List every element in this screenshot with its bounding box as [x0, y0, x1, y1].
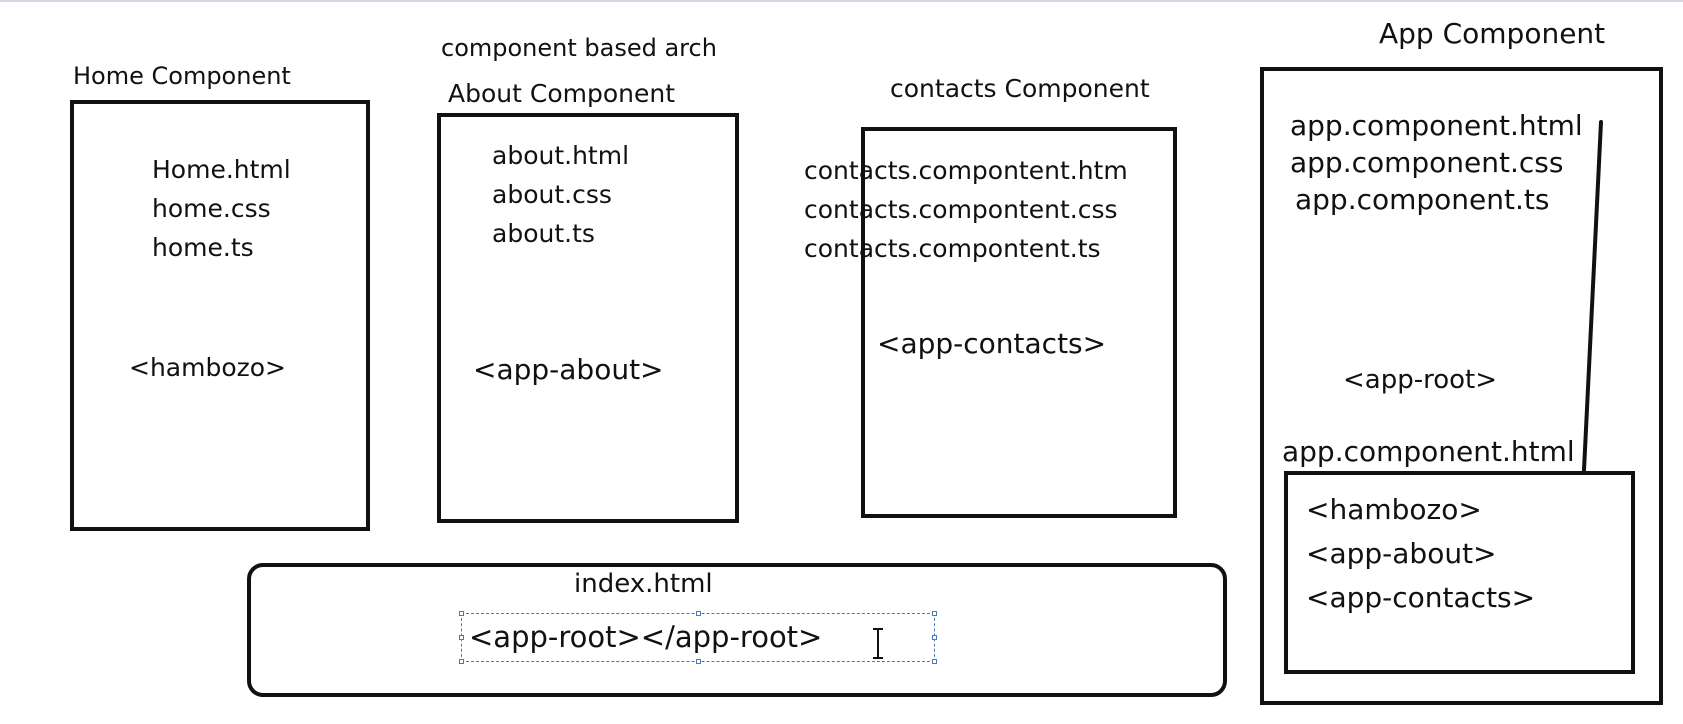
- about-component-box[interactable]: [437, 113, 739, 523]
- resize-handle-se[interactable]: [932, 659, 937, 664]
- about-file-html: about.html: [492, 141, 630, 170]
- about-file-ts: about.ts: [492, 219, 595, 248]
- about-component-heading: About Component: [448, 79, 676, 108]
- app-component-heading: App Component: [1379, 17, 1606, 50]
- about-selector-tag: <app-about>: [473, 353, 664, 386]
- resize-handle-sw[interactable]: [459, 659, 464, 664]
- home-file-ts: home.ts: [152, 233, 254, 262]
- home-file-css: home.css: [152, 194, 271, 223]
- contacts-component-heading: contacts Component: [890, 74, 1150, 103]
- home-selector-tag: <hambozo>: [129, 353, 286, 382]
- app-file-html: app.component.html: [1290, 109, 1583, 142]
- resize-handle-e[interactable]: [932, 635, 937, 640]
- app-selector-tag: <app-root>: [1343, 365, 1498, 395]
- resize-handle-nw[interactable]: [459, 611, 464, 616]
- app-file-ts: app.component.ts: [1295, 183, 1550, 216]
- resize-handle-s[interactable]: [696, 659, 701, 664]
- app-template-box[interactable]: [1284, 471, 1635, 674]
- contacts-file-css: contacts.compontent.css: [804, 195, 1118, 224]
- app-template-tag-home: <hambozo>: [1306, 493, 1482, 526]
- contacts-component-box[interactable]: [861, 127, 1177, 518]
- window-top-rule: [0, 0, 1683, 2]
- contacts-file-ts: contacts.compontent.ts: [804, 234, 1101, 263]
- resize-handle-n[interactable]: [696, 611, 701, 616]
- contacts-file-html: contacts.compontent.htm: [804, 156, 1128, 185]
- resize-handle-w[interactable]: [459, 635, 464, 640]
- home-file-html: Home.html: [152, 155, 291, 184]
- index-html-label: index.html: [574, 569, 713, 599]
- text-cursor-icon: [873, 628, 883, 659]
- app-template-tag-about: <app-about>: [1306, 537, 1497, 570]
- resize-handle-ne[interactable]: [932, 611, 937, 616]
- diagram-title: component based arch: [441, 34, 717, 62]
- app-inner-label: app.component.html: [1282, 435, 1575, 468]
- index-html-box[interactable]: [247, 563, 1227, 697]
- home-component-heading: Home Component: [73, 62, 291, 90]
- contacts-selector-tag: <app-contacts>: [877, 327, 1107, 360]
- app-template-tag-contacts: <app-contacts>: [1306, 581, 1536, 614]
- home-component-box[interactable]: [70, 100, 370, 531]
- app-component-box[interactable]: [1260, 67, 1663, 705]
- index-app-root-tag[interactable]: <app-root></app-root>: [469, 620, 823, 654]
- about-file-css: about.css: [492, 180, 612, 209]
- app-file-css: app.component.css: [1290, 146, 1564, 179]
- connector-stroke: [1582, 120, 1603, 472]
